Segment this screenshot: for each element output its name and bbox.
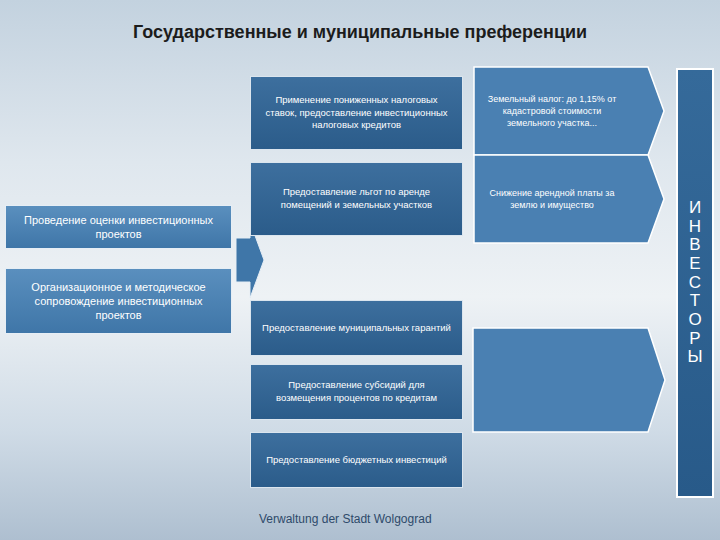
measure-box: Применение пониженных налоговых ставок, … <box>250 76 463 150</box>
measure-box: Предоставление льгот по аренде помещений… <box>250 162 463 236</box>
node-text: Предоставление бюджетных инвестиций <box>266 454 447 467</box>
measure-box: Предоставление бюджетных инвестиций <box>250 432 463 488</box>
node-text: Предоставление муниципальных гарантий <box>262 322 451 335</box>
arrow-box: Снижение арендной платы за землю и имуще… <box>473 154 665 244</box>
node-text: Организационное и методическое сопровожд… <box>14 280 223 323</box>
investors-box: ИНВЕСТОРЫ <box>676 68 714 498</box>
arrow-box: Земельный налог: до 1,15% от кадастровой… <box>473 66 665 156</box>
process-box: Проведение оценки инвестиционных проекто… <box>5 205 232 249</box>
measure-box: Предоставление субсидий для возмещения п… <box>250 364 463 420</box>
arrow-outline <box>474 155 664 243</box>
node-text: Снижение арендной платы за землю и имуще… <box>483 187 621 211</box>
empty-arrow <box>473 328 665 432</box>
node-text: Предоставление субсидий для возмещения п… <box>261 379 452 405</box>
node-text: Проведение оценки инвестиционных проекто… <box>14 213 223 242</box>
node-text: ИНВЕСТОРЫ <box>687 199 704 367</box>
measure-box: Предоставление муниципальных гарантий <box>250 300 463 356</box>
node-text: Применение пониженных налоговых ставок, … <box>261 94 452 132</box>
arrow-shape <box>473 154 665 244</box>
diagram-title: Государственные и муниципальные преферен… <box>0 22 720 43</box>
node-text: Предоставление льгот по аренде помещений… <box>261 186 452 212</box>
footer-label: Verwaltung der Stadt Wolgograd <box>259 512 432 526</box>
arrow-outline <box>474 67 664 155</box>
process-box: Организационное и методическое сопровожд… <box>5 268 232 334</box>
node-text: Земельный налог: до 1,15% от кадастровой… <box>483 93 621 129</box>
